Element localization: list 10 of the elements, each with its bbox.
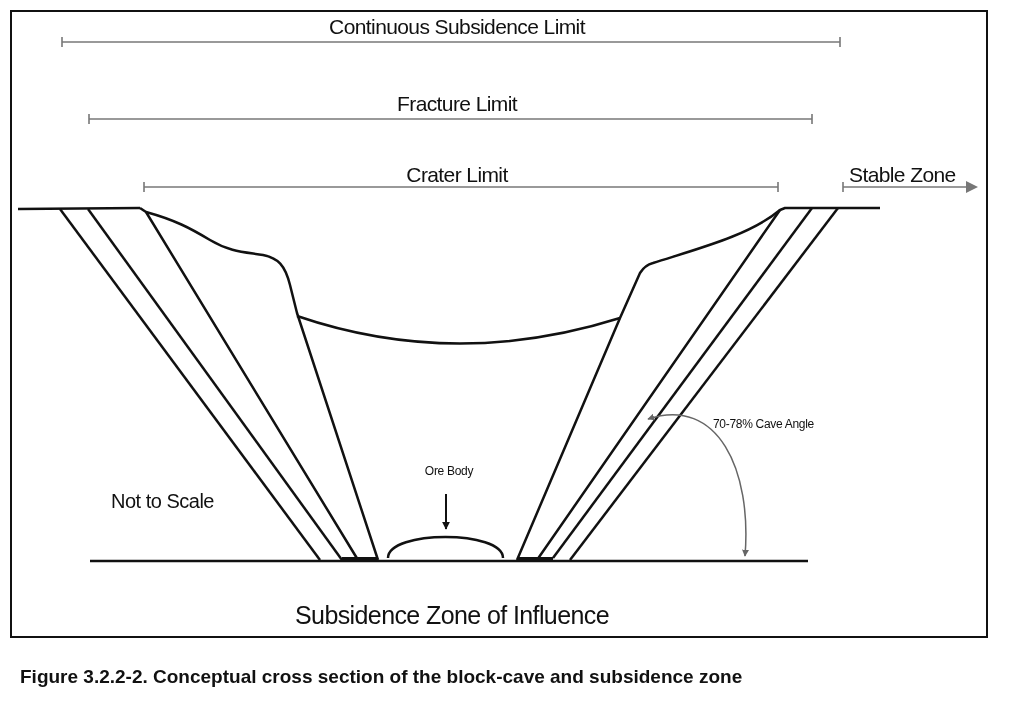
figure-caption: Figure 3.2.2-2. Conceptual cross section of the block-cave and subsidence zone — [20, 666, 743, 688]
diagram-label: Subsidence Zone of Influence — [295, 603, 609, 628]
arrow — [442, 493, 450, 530]
diagram-label: Fracture Limit — [397, 93, 517, 114]
diagram-label: Not to Scale — [111, 491, 214, 511]
diagram-label: 70-78% Cave Angle — [713, 418, 814, 430]
diagram-label: Stable Zone — [849, 164, 956, 185]
ore-body-label: Ore Body — [414, 462, 484, 480]
diagram-label: Crater Limit — [406, 164, 508, 185]
diagram-label: Continuous Subsidence Limit — [329, 16, 585, 37]
